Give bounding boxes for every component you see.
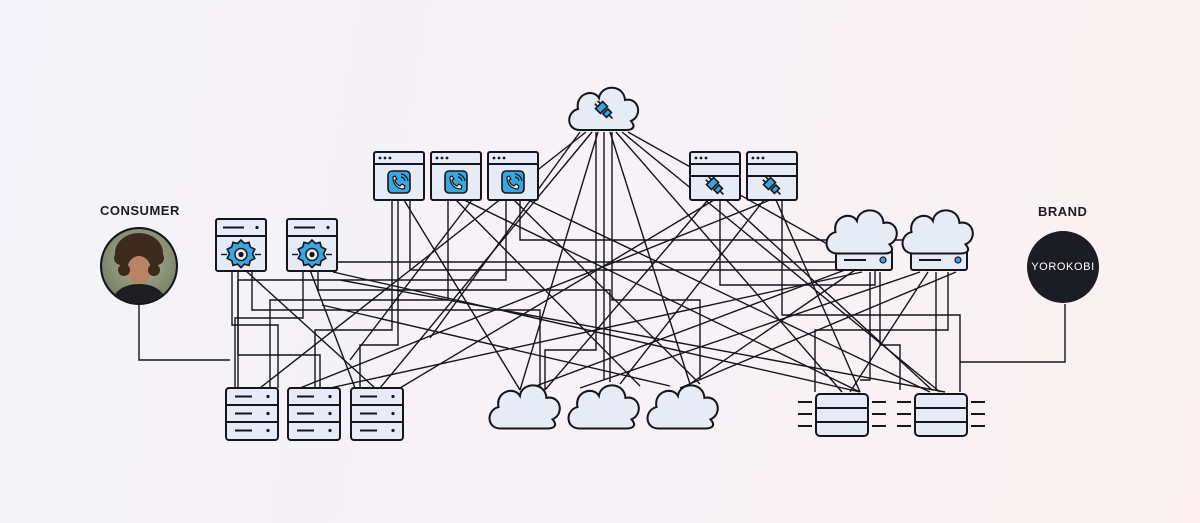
plug-window-2 bbox=[746, 151, 798, 201]
cloud-server-1 bbox=[825, 209, 898, 271]
phone-icon bbox=[387, 170, 411, 194]
cloud-server-2 bbox=[901, 209, 974, 271]
database-1 bbox=[797, 393, 887, 437]
cloud-plug-node bbox=[568, 86, 640, 131]
server-stack-1 bbox=[225, 387, 279, 441]
brand-label: BRAND bbox=[1038, 204, 1088, 219]
database-2 bbox=[896, 393, 986, 437]
cloud-1 bbox=[488, 384, 561, 430]
phone-icon bbox=[501, 170, 525, 194]
brand-logo: YOROKOBI bbox=[1027, 231, 1099, 303]
phone-window-2 bbox=[430, 151, 482, 201]
gear-server-2 bbox=[286, 218, 338, 272]
consumer-avatar bbox=[100, 227, 178, 305]
gear-server-1 bbox=[215, 218, 267, 272]
cloud-3 bbox=[646, 384, 719, 430]
server-stack-2 bbox=[287, 387, 341, 441]
server-stack-3 bbox=[350, 387, 404, 441]
plug-window-1 bbox=[689, 151, 741, 201]
consumer-label: CONSUMER bbox=[100, 203, 180, 218]
connection-lines bbox=[138, 131, 1066, 393]
brand-logo-text: YOROKOBI bbox=[1031, 261, 1095, 273]
phone-icon bbox=[444, 170, 468, 194]
phone-window-1 bbox=[373, 151, 425, 201]
cloud-2 bbox=[567, 384, 640, 430]
phone-window-3 bbox=[487, 151, 539, 201]
